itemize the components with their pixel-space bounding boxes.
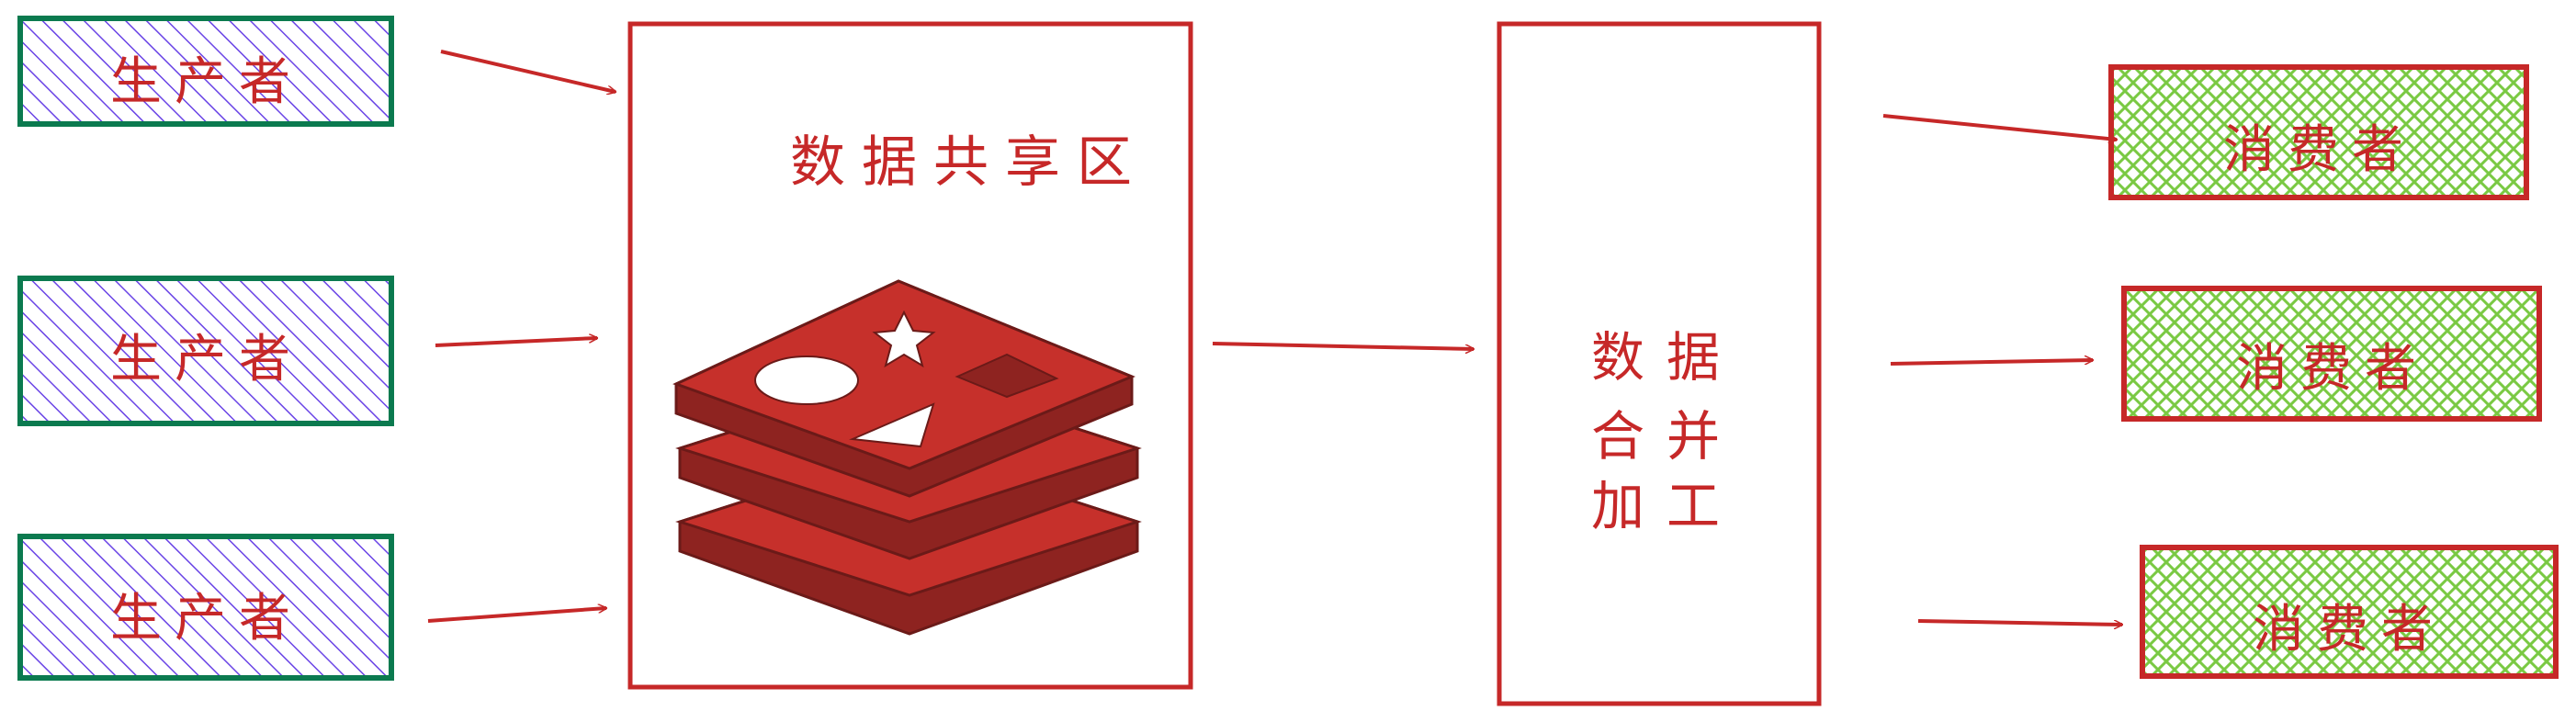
consumer-box-3[interactable] (2140, 545, 2559, 679)
producer-box-3[interactable] (17, 534, 394, 681)
diamond-icon (955, 353, 1059, 399)
consumer-label-3: 消费者 (2253, 600, 2446, 660)
shared-area-label: 数据共享区 (790, 130, 1148, 195)
star-icon (872, 310, 936, 368)
triangle-icon (849, 402, 935, 448)
merge-label-line-1: 数据 (1591, 326, 1743, 389)
producer-box-2[interactable] (17, 276, 394, 426)
consumer-box-1[interactable] (2108, 64, 2529, 200)
redis-stack-icon (672, 279, 1142, 636)
arrow-merge-to-consumer-3 (1917, 619, 2122, 625)
producer-label-1: 生产者 (110, 52, 303, 112)
producer-box-1[interactable] (17, 16, 394, 127)
merge-box[interactable] (1497, 21, 1822, 706)
merge-label-line-2: 合并 (1591, 405, 1743, 468)
consumer-box-2[interactable] (2121, 286, 2542, 422)
ellipse-icon (754, 355, 859, 405)
consumer-label-1: 消费者 (2223, 120, 2416, 180)
arrow-merge-to-consumer-2 (1890, 360, 2093, 366)
merge-label-line-3: 加工 (1591, 475, 1743, 537)
shared-area-box[interactable] (627, 21, 1193, 690)
arrow-producer-2-to-shared (435, 338, 597, 347)
arrow-shared-to-merge (1212, 342, 1474, 349)
consumer-label-2: 消费者 (2236, 339, 2429, 399)
producer-label-2: 生产者 (110, 330, 303, 389)
arrow-producer-3-to-shared (427, 608, 606, 623)
arrow-producer-1-to-shared (440, 50, 616, 92)
arrow-merge-to-consumer-1 (1882, 114, 2117, 140)
producer-label-3: 生产者 (110, 589, 303, 649)
